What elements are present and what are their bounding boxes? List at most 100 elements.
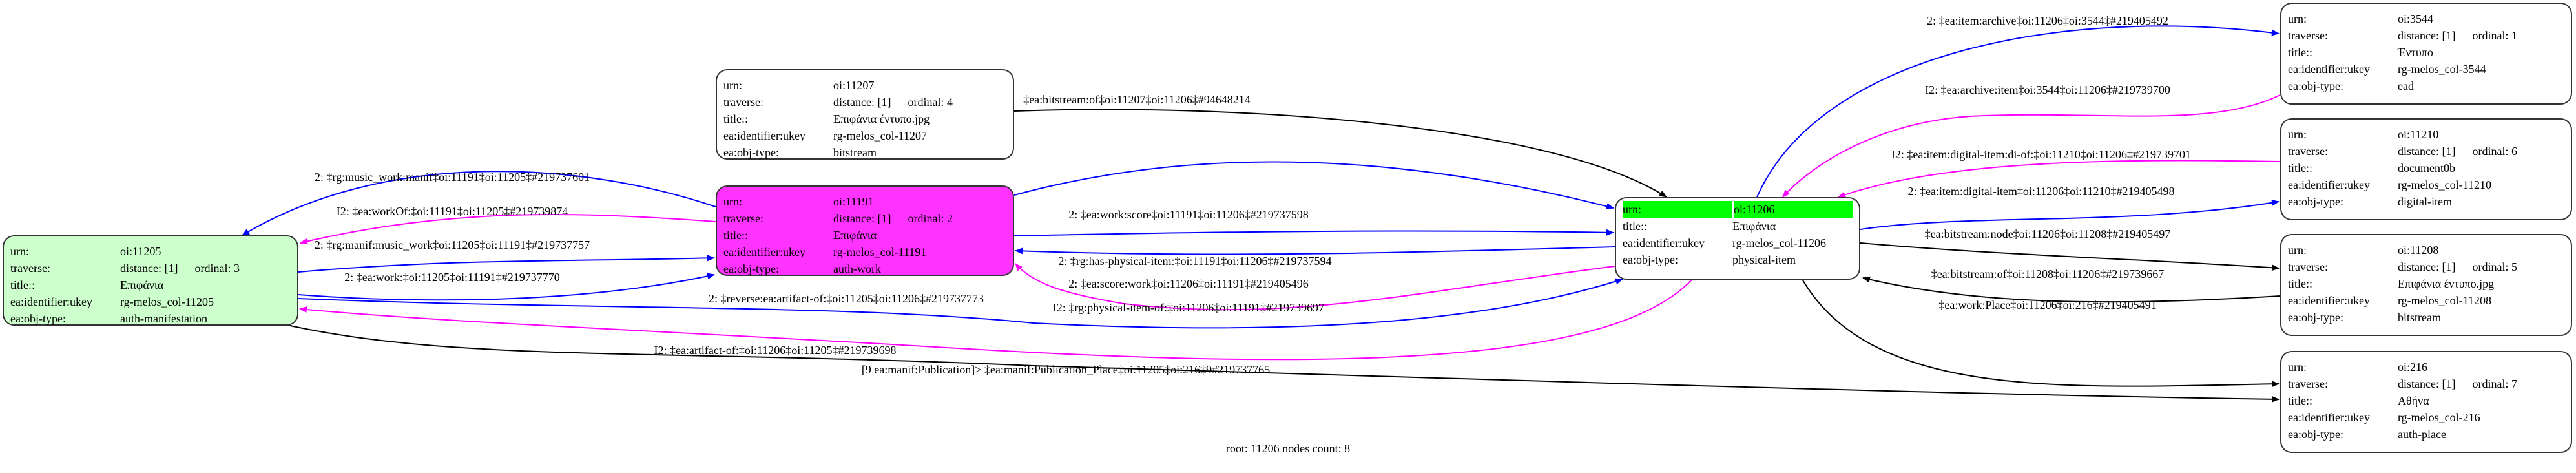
field-value-objtype: digital-item	[2398, 195, 2452, 208]
field-value-ukey: rg-melos_col-216	[2398, 411, 2480, 424]
field-value-urn: oi:11207	[833, 79, 875, 92]
edge-line[interactable]	[1802, 279, 2280, 388]
edge-line[interactable]	[1862, 276, 2281, 303]
edge-line[interactable]	[298, 278, 1623, 329]
node-row-title: title::Επιφάνια έντυπο.jpg	[723, 110, 1006, 127]
edge-line[interactable]	[1860, 242, 2280, 271]
node-row-traverse: traverse:distance: [1]ordinal: 2	[723, 210, 1006, 227]
field-label: ea:identifier:ukey	[2288, 294, 2370, 307]
field-label: traverse:	[10, 262, 50, 275]
field-label: urn:	[2288, 12, 2307, 25]
traverse-ordinal: ordinal: 6	[2472, 145, 2517, 158]
field-label: ea:obj-type:	[2288, 311, 2343, 324]
edge-label: I2: ‡ea:item:digital-item:di-of:‡oi:1121…	[1891, 148, 2191, 161]
edge-line[interactable]	[299, 279, 1693, 361]
traverse-distance: distance: [1]	[2398, 377, 2456, 390]
field-label: title::	[2288, 394, 2312, 407]
edge-label: ‡ea:bitstream:of‡oi:11208‡oi:11206‡#2197…	[1931, 268, 2165, 280]
field-label: ea:obj-type:	[723, 146, 779, 159]
field-value-urn: oi:11210	[2398, 128, 2439, 141]
edge-line[interactable]	[1013, 229, 1614, 236]
traverse-distance: distance: [1]	[120, 262, 178, 275]
field-label: ea:obj-type:	[10, 312, 66, 325]
edge-label: I2: ‡ea:archive:item‡oi:3544‡oi:11206‡#2…	[1925, 83, 2170, 96]
edge-label: 2: ‡reverse:ea:artifact-of:‡oi:11205‡oi:…	[709, 292, 984, 305]
node-row-objtype: ea:obj-type:digital-item	[2288, 193, 2564, 210]
edge-line[interactable]	[300, 214, 716, 245]
edge-line[interactable]	[1015, 246, 1615, 255]
edge-label: 2: ‡ea:item:digital-item‡oi:11206‡oi:112…	[1907, 185, 2174, 198]
edge-line[interactable]	[1013, 161, 1614, 210]
field-value-objtype: auth-place	[2398, 428, 2446, 441]
node-row-objtype: ea:obj-type:bitstream	[723, 144, 1006, 161]
traverse-distance: distance: [1]	[833, 212, 891, 225]
edge-label: ‡ea:work:Place‡oi:11206‡oi:216‡#21940549…	[1938, 299, 2156, 311]
edge-line[interactable]	[1838, 160, 2281, 198]
edge-line[interactable]	[1015, 263, 1615, 311]
field-label: title::	[2288, 162, 2312, 174]
field-value-title: Αθήνα	[2398, 394, 2429, 407]
node-row-urn: urn:oi:3544	[2288, 10, 2564, 27]
edge-line[interactable]	[242, 171, 716, 236]
traverse-ordinal: ordinal: 3	[194, 262, 240, 275]
field-label: traverse:	[2288, 377, 2328, 390]
field-value-title: Επιφάνια	[833, 229, 877, 242]
edge-label: ‡ea:bitstream:of‡oi:11207‡oi:11206‡#9464…	[1023, 93, 1251, 106]
node-row-traverse: traverse:distance: [1]ordinal: 7	[2288, 375, 2564, 392]
field-label: ea:identifier:ukey	[723, 246, 805, 258]
node-row-objtype: ea:obj-type:bitstream	[2288, 309, 2564, 326]
edge-label: 2: ‡ea:work:score‡oi:11191‡oi:11206‡#219…	[1068, 208, 1308, 221]
field-label: ea:identifier:ukey	[723, 129, 805, 142]
field-label: urn:	[2288, 361, 2307, 373]
edge-label: 2: ‡rg:has-physical-item:‡oi:11191‡oi:11…	[1058, 255, 1331, 268]
field-value-ukey: rg-melos_col-11206	[1732, 236, 1826, 249]
traverse-ordinal: ordinal: 1	[2472, 29, 2517, 42]
graph-node-n11205[interactable]: urn:oi:11205 traverse: distance: [1] ordina…	[3, 235, 298, 326]
node-row-urn: urn:oi:11205	[10, 243, 291, 260]
field-label: title::	[2288, 277, 2312, 290]
field-value-urn: oi:216	[2398, 361, 2428, 373]
edge-label: I2: ‡ea:workOf:‡oi:11191‡oi:11205‡#21973…	[337, 205, 568, 218]
node-row-title: title::Επιφάνια	[1623, 218, 1853, 235]
edge-line[interactable]	[1756, 25, 2280, 198]
field-value-ukey: rg-melos_col-3544	[2398, 63, 2486, 76]
field-value-urn: oi:11191	[833, 195, 874, 208]
node-row-urn: urn: oi:216	[2288, 359, 2564, 375]
field-value-objtype: physical-item	[1732, 253, 1796, 266]
node-row-traverse: traverse:distance: [1]ordinal: 5	[2288, 258, 2564, 275]
edge-label: 2: ‡ea:work:‡oi:11205‡oi:11191‡#21973777…	[344, 271, 559, 284]
edge-line[interactable]	[1782, 94, 2281, 198]
field-label: title::	[1623, 220, 1647, 233]
edge-label: 2: ‡ea:score:work‡oi:11206‡oi:11191‡#219…	[1068, 277, 1308, 290]
field-value-urn: oi:11205	[120, 245, 161, 258]
traverse-distance: distance: [1]	[2398, 145, 2456, 158]
edge-line[interactable]	[1013, 109, 1667, 198]
field-label: urn:	[2288, 244, 2307, 257]
field-label: title::	[2288, 46, 2312, 59]
edge-line[interactable]	[298, 255, 715, 273]
field-value-title: Επιφάνια έντυπο.jpg	[2398, 277, 2495, 290]
traverse-distance: distance: [1]	[2398, 29, 2456, 42]
edge-label: 2: ‡ea:item:archive‡oi:11206‡oi:3544‡#21…	[1927, 14, 2168, 27]
field-value-objtype: auth-work	[833, 262, 881, 275]
node-row-urn: urn:oi:11208	[2288, 242, 2564, 258]
edge-line[interactable]	[298, 273, 715, 301]
edge-line[interactable]	[284, 324, 2280, 403]
field-value-urn: oi:11206	[1734, 203, 1775, 216]
edge-label: ‡ea:bitstream:node‡oi:11206‡oi:11208‡#21…	[1925, 227, 2171, 240]
field-value-ukey: rg-melos_col-11208	[2398, 294, 2491, 307]
edge-line[interactable]	[1860, 199, 2280, 230]
traverse-ordinal: ordinal: 2	[908, 212, 953, 225]
node-row-urn: urn:oi:11206	[1623, 201, 1853, 218]
